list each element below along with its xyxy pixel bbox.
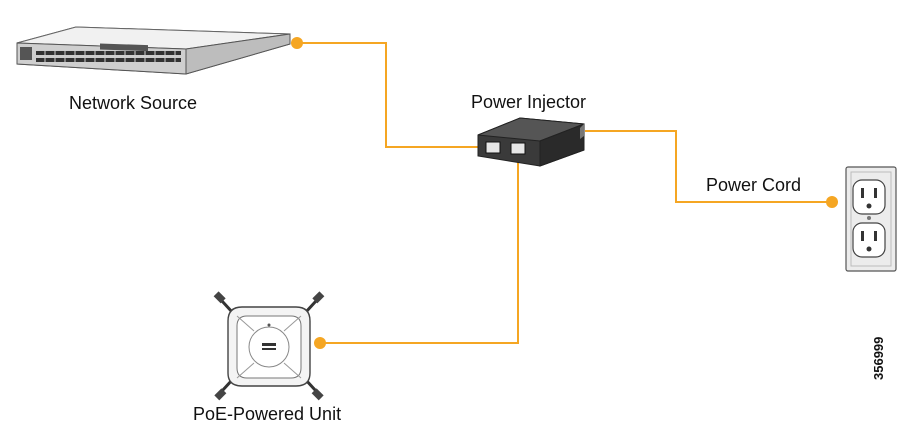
power-cord-label: Power Cord <box>706 175 802 195</box>
network-switch-icon <box>16 26 291 75</box>
access-point-icon <box>213 291 325 401</box>
injector-port-data-in <box>485 141 501 154</box>
endpoint-dot-outlet <box>826 196 838 208</box>
power-injector-icon <box>477 117 585 167</box>
endpoint-dot-switch <box>291 37 303 49</box>
poe-unit-label: PoE-Powered Unit <box>193 404 342 424</box>
power-injector-label: Power Injector <box>471 92 587 112</box>
cable-injector-to-poe-unit <box>320 150 519 344</box>
cable-endpoints <box>291 37 838 349</box>
cables <box>297 42 832 344</box>
figure-id-label: 356999 <box>871 336 886 380</box>
endpoint-dot-poe-unit <box>314 337 326 349</box>
cable-power-cord <box>585 130 832 203</box>
network-source-label: Network Source <box>69 93 198 113</box>
wall-outlet-icon <box>845 166 897 272</box>
injector-port-data-out <box>510 142 526 155</box>
cable-switch-to-injector <box>297 42 492 148</box>
